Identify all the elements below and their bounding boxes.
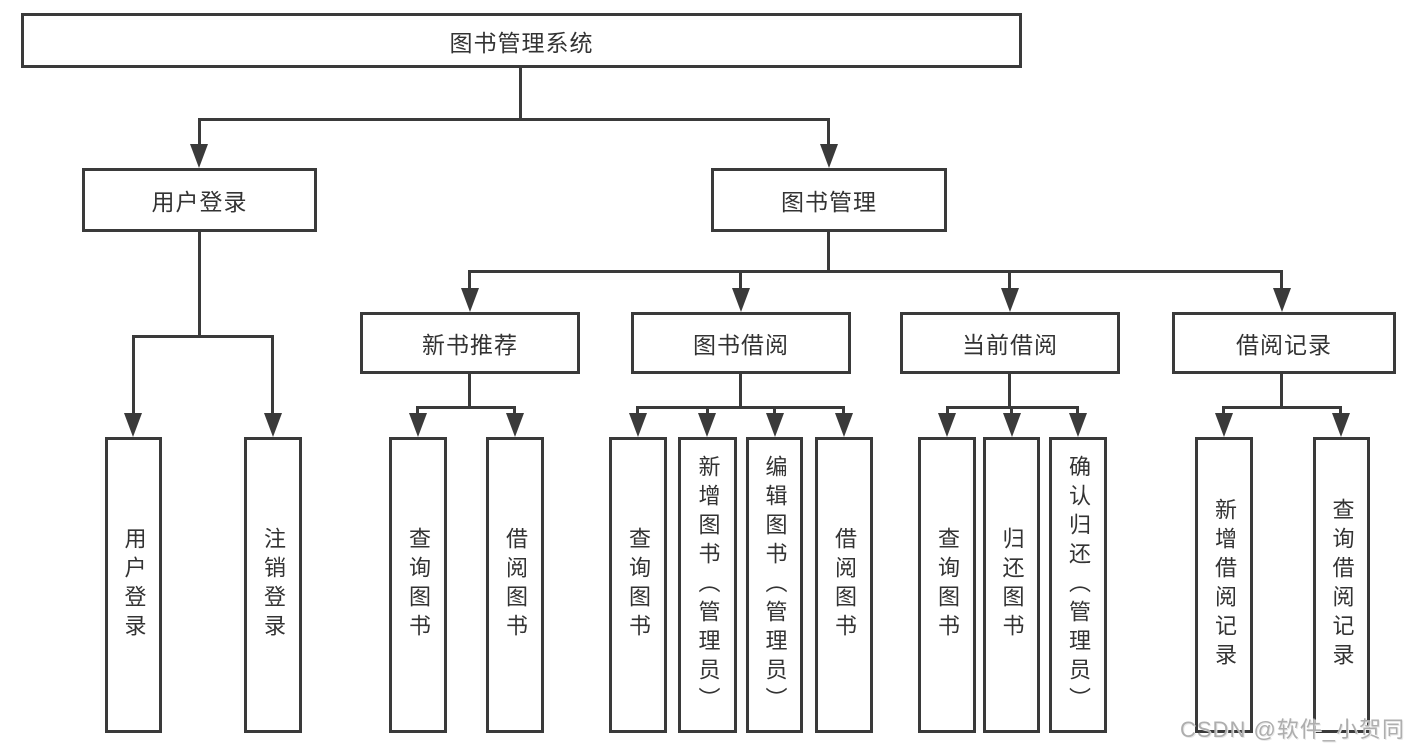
connector-line [1339, 406, 1342, 418]
connector-line [468, 270, 471, 292]
node-label: 借阅记录 [1236, 332, 1332, 358]
arrow-down-icon [1069, 413, 1087, 437]
connector-line [132, 335, 274, 338]
leaf-label: 查询图书 [626, 527, 651, 643]
node-label: 新书推荐 [422, 332, 518, 358]
arrow-down-icon [1003, 413, 1021, 437]
leaf-label: 新增图书（管理员） [695, 454, 721, 716]
leaf-label: 查询图书 [935, 527, 960, 643]
leaf-add-borrow-record: 新增借阅记录 [1195, 437, 1253, 733]
connector-line [271, 335, 274, 417]
connector-line [416, 406, 516, 409]
leaf-label: 编辑图书（管理员） [762, 454, 788, 716]
connector-line [132, 335, 135, 417]
node-borrow-record: 借阅记录 [1172, 312, 1396, 374]
leaf-edit-book-admin: 编辑图书（管理员） [746, 437, 803, 733]
connector-line [198, 232, 201, 338]
connector-line [636, 406, 845, 409]
connector-line [842, 406, 845, 418]
connector-line [1010, 406, 1013, 418]
leaf-label: 借阅图书 [503, 527, 528, 643]
node-book-management: 图书管理 [711, 168, 947, 232]
leaf-query-book-2: 查询图书 [609, 437, 667, 733]
node-new-book-recommend: 新书推荐 [360, 312, 580, 374]
connector-line [1280, 374, 1283, 409]
leaf-label: 归还图书 [999, 527, 1025, 643]
arrow-down-icon [698, 413, 716, 437]
leaf-query-borrow-record: 查询借阅记录 [1313, 437, 1370, 733]
leaf-borrow-book-2: 借阅图书 [815, 437, 873, 733]
leaf-query-book-1: 查询图书 [389, 437, 447, 733]
node-label: 图书管理系统 [449, 29, 594, 56]
connector-line [827, 118, 830, 146]
leaf-label: 注销登录 [261, 527, 286, 643]
connector-line [198, 118, 830, 121]
leaf-return-book: 归还图书 [983, 437, 1040, 733]
arrow-down-icon [1273, 288, 1291, 312]
arrow-down-icon [409, 413, 427, 437]
arrow-down-icon [938, 413, 956, 437]
leaf-user-login: 用户登录 [105, 437, 162, 733]
leaf-label: 确认归还（管理员） [1066, 454, 1091, 716]
leaf-label: 用户登录 [121, 527, 147, 643]
leaf-label: 查询借阅记录 [1329, 498, 1355, 672]
arrow-down-icon [1001, 288, 1019, 312]
arrow-down-icon [461, 288, 479, 312]
node-label: 图书管理 [781, 189, 877, 215]
connector-line [468, 270, 1283, 273]
connector-line [1008, 374, 1011, 409]
arrow-down-icon [732, 288, 750, 312]
connector-line [1222, 406, 1225, 418]
leaf-borrow-book-1: 借阅图书 [486, 437, 544, 733]
connector-line [706, 406, 709, 418]
node-label: 图书借阅 [693, 332, 789, 358]
leaf-logout: 注销登录 [244, 437, 302, 733]
connector-line [1076, 406, 1079, 418]
arrow-down-icon [1215, 413, 1233, 437]
node-current-borrow: 当前借阅 [900, 312, 1120, 374]
node-root: 图书管理系统 [21, 13, 1022, 68]
arrow-down-icon [506, 413, 524, 437]
watermark: CSDN @软件_小贺同学 [1180, 717, 1405, 742]
connector-line [1222, 406, 1342, 409]
connector-line [739, 374, 742, 409]
connector-line [416, 406, 419, 418]
connector-line [739, 270, 742, 292]
leaf-label: 新增借阅记录 [1212, 498, 1237, 672]
connector-line [519, 68, 522, 120]
connector-line [636, 406, 639, 418]
arrow-down-icon [1332, 413, 1350, 437]
arrow-down-icon [190, 144, 208, 168]
connector-line [827, 232, 830, 273]
connector-line [1008, 270, 1011, 292]
leaf-confirm-return-admin: 确认归还（管理员） [1049, 437, 1107, 733]
arrow-down-icon [264, 413, 282, 437]
connector-line [513, 406, 516, 418]
arrow-down-icon [629, 413, 647, 437]
arrow-down-icon [820, 144, 838, 168]
connector-line [468, 374, 471, 409]
leaf-add-book-admin: 新增图书（管理员） [678, 437, 737, 733]
arrow-down-icon [835, 413, 853, 437]
leaf-label: 查询图书 [406, 527, 431, 643]
node-label: 当前借阅 [962, 332, 1058, 358]
connector-line [198, 118, 201, 146]
leaf-query-book-3: 查询图书 [918, 437, 976, 733]
arrow-down-icon [124, 413, 142, 437]
connector-line [946, 406, 949, 418]
node-book-borrow: 图书借阅 [631, 312, 851, 374]
connector-line [773, 406, 776, 418]
node-user-login: 用户登录 [82, 168, 317, 232]
leaf-label: 借阅图书 [832, 527, 857, 643]
arrow-down-icon [766, 413, 784, 437]
connector-line [1280, 270, 1283, 292]
node-label: 用户登录 [151, 189, 248, 215]
